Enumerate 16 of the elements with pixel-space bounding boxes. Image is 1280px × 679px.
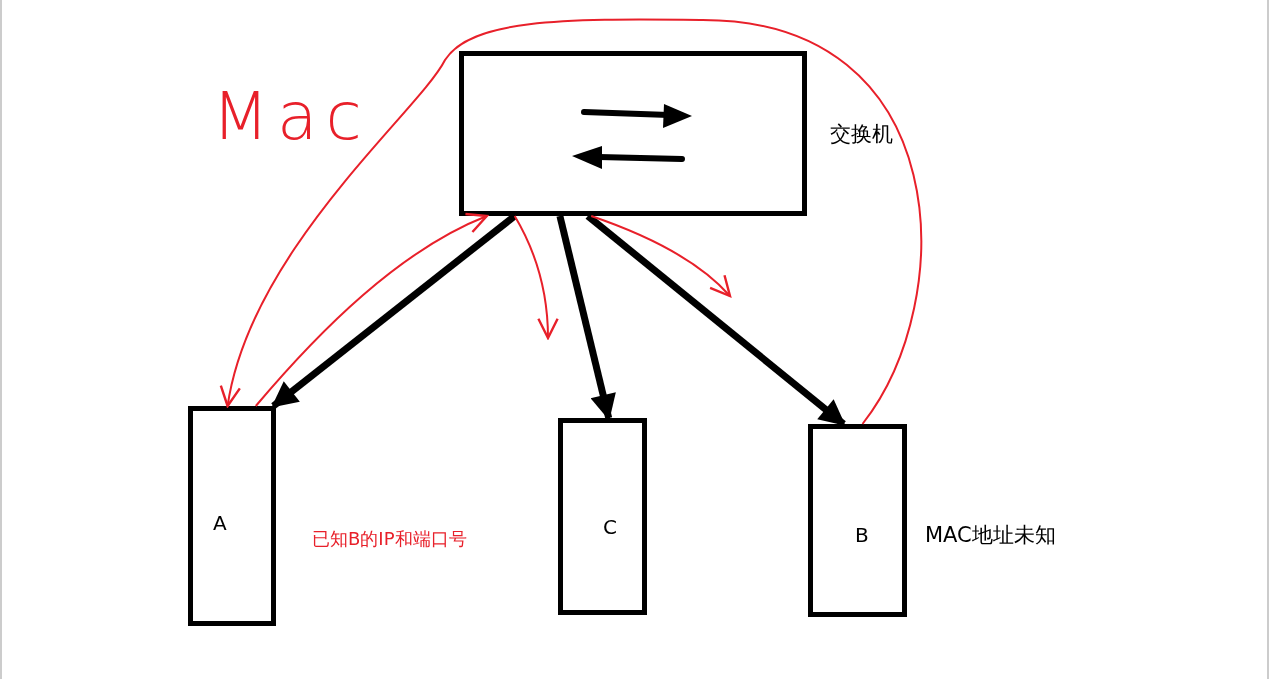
- arrow: [254, 213, 488, 407]
- node-label: B: [855, 523, 869, 547]
- arrow: [556, 215, 616, 421]
- arrow: [590, 215, 732, 298]
- device-box: [558, 418, 647, 615]
- node-label: C: [603, 515, 617, 539]
- node-label: A: [213, 511, 227, 535]
- arrow: [513, 215, 559, 340]
- arrow: [585, 213, 846, 427]
- node-caption: 交换机: [830, 121, 893, 148]
- handwritten-note: Mac: [212, 78, 370, 155]
- node-caption: MAC地址未知: [925, 522, 1056, 549]
- note-text: 已知B的IP和端口号: [312, 527, 467, 551]
- arrow: [221, 18, 922, 425]
- device-box: [188, 406, 276, 626]
- arrow: [271, 213, 517, 409]
